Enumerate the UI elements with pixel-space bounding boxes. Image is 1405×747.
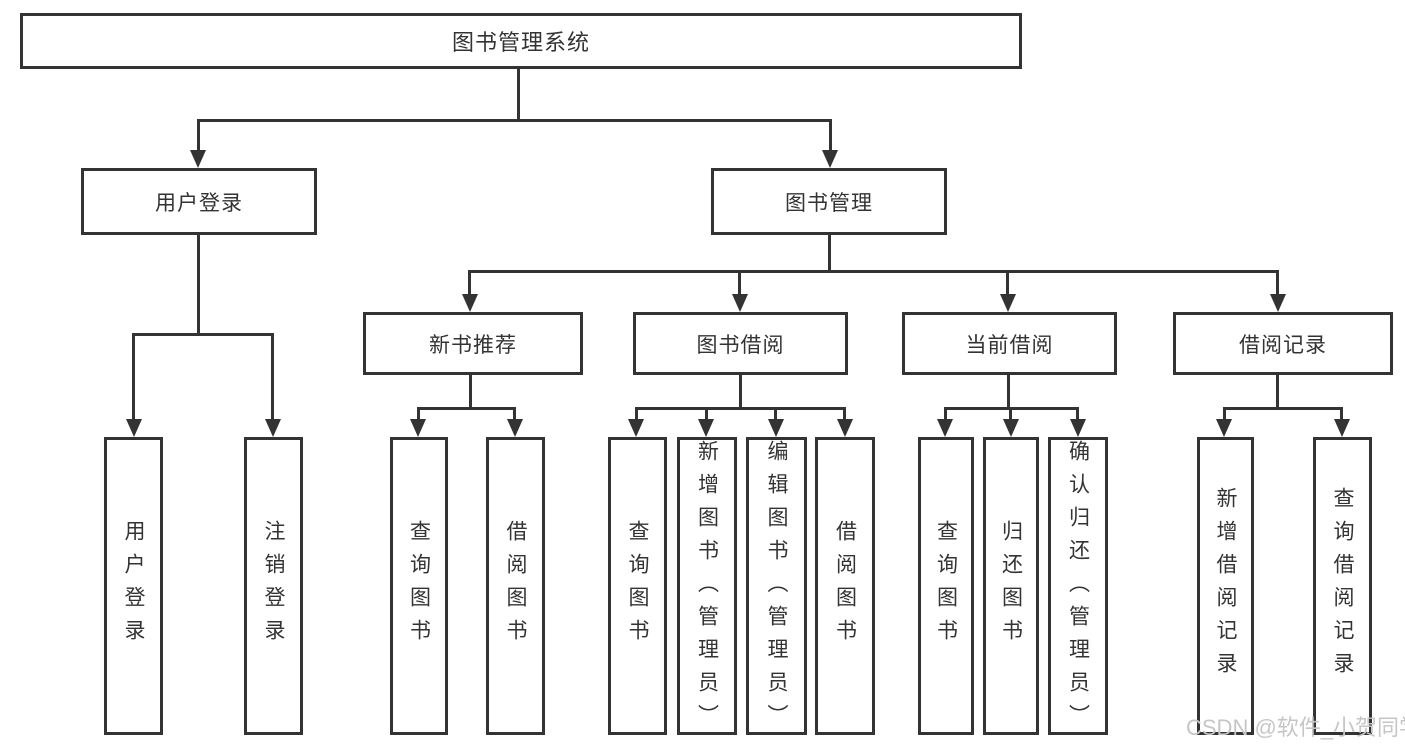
node-new-book-recommend: 新书推荐 [363,312,583,375]
node-root: 图书管理系统 [20,13,1022,69]
node-logout-label: 注销登录 [262,520,285,652]
connector-shaft [738,270,741,298]
node-nbr-borrow-books-label: 借阅图书 [504,520,527,652]
connector-new-book-bar [417,407,516,410]
connector-shaft [132,333,135,421]
node-borrow-records: 借阅记录 [1173,312,1393,375]
connector-current-borrow-stem [1007,375,1010,410]
connector-book-mgmt-bar [469,270,1279,273]
node-cb-confirm-return-admin: 确认归还（管理员） [1048,437,1108,737]
node-br-add-record: 新增借阅记录 [1197,437,1254,735]
node-nbr-borrow-books: 借阅图书 [486,437,545,735]
node-bb-borrow-books-label: 借阅图书 [833,520,857,652]
connector-shaft [197,119,200,151]
node-bb-query-books-label: 查询图书 [626,520,649,652]
node-cb-query-books: 查询图书 [918,437,974,735]
connector-shaft [829,119,832,151]
connector-root-bar [197,119,831,122]
connector-shaft [417,407,420,423]
connector-borrow-record-bar [1223,407,1343,410]
arrow-down-icon [698,419,714,437]
node-bb-add-books-admin-label: 新增图书（管理员） [695,440,719,737]
node-user-login-label: 用户登录 [155,191,243,215]
node-br-query-record: 查询借阅记录 [1313,437,1372,735]
connector-book-borrow-stem [739,375,742,410]
arrow-down-icon [837,419,853,437]
node-bb-borrow-books: 借阅图书 [815,437,875,735]
connector-shaft [271,333,274,421]
arrow-down-icon [265,419,281,437]
arrow-down-icon [1000,294,1016,312]
connector-shaft [944,407,947,423]
connector-shaft [468,270,471,298]
arrow-down-icon [628,419,644,437]
node-logout: 注销登录 [244,437,303,735]
node-book-borrow: 图书借阅 [633,312,848,375]
node-nbr-query-books-label: 查询图书 [407,520,431,652]
arrow-down-icon [1216,419,1232,437]
connector-shaft [1009,407,1012,423]
node-user-login-leaf-label: 用户登录 [122,520,145,652]
node-bb-query-books: 查询图书 [608,437,667,735]
arrow-down-icon [768,419,784,437]
node-new-book-recommend-label: 新书推荐 [429,333,517,357]
connector-shaft [705,407,708,423]
node-book-management-label: 图书管理 [785,191,873,215]
node-cb-return-books: 归还图书 [983,437,1039,735]
node-borrow-records-label: 借阅记录 [1239,333,1327,357]
arrow-down-icon [1334,419,1350,437]
node-bb-edit-books-admin: 编辑图书（管理员） [746,437,807,737]
node-root-label: 图书管理系统 [451,30,590,55]
node-current-borrow: 当前借阅 [902,312,1117,375]
arrow-down-icon [507,419,523,437]
arrow-down-icon [1070,419,1086,437]
arrow-down-icon [1270,294,1286,312]
node-current-borrow-label: 当前借阅 [965,333,1054,357]
node-br-add-record-label: 新增借阅记录 [1214,487,1237,685]
arrow-down-icon [190,150,206,168]
connector-root-stem [517,69,520,122]
connector-shaft [1006,270,1009,298]
node-bb-edit-books-admin-label: 编辑图书（管理员） [765,440,788,737]
connector-shaft [774,407,777,423]
arrow-down-icon [462,294,478,312]
node-book-management: 图书管理 [711,168,947,235]
connector-shaft [635,407,638,423]
connector-shaft [1340,407,1343,423]
connector-shaft [1276,270,1279,298]
node-bb-add-books-admin: 新增图书（管理员） [677,437,737,737]
connector-book-borrow-bar [635,407,846,410]
node-book-borrow-label: 图书借阅 [696,333,785,357]
watermark: CSDN @软件_小贺同学 [1186,715,1405,740]
arrow-down-icon [937,419,953,437]
node-cb-query-books-label: 查询图书 [934,520,958,652]
node-user-login-leaf: 用户登录 [104,437,163,735]
connector-user-login-stem [197,235,200,336]
connector-new-book-stem [469,375,472,410]
node-user-login: 用户登录 [81,168,317,235]
connector-shaft [513,407,516,423]
connector-borrow-record-stem [1276,375,1279,410]
arrow-down-icon [1003,419,1019,437]
arrow-down-icon [822,150,838,168]
arrow-down-icon [732,294,748,312]
node-br-query-record-label: 查询借阅记录 [1331,487,1354,685]
node-cb-confirm-return-admin-label: 确认归还（管理员） [1066,440,1090,737]
connector-shaft [1076,407,1079,423]
connector-book-mgmt-stem [828,235,831,273]
connector-shaft [1223,407,1226,423]
connector-shaft [843,407,846,423]
node-nbr-query-books: 查询图书 [390,437,448,735]
arrow-down-icon [126,419,142,437]
node-cb-return-books-label: 归还图书 [999,520,1023,652]
connector-user-login-bar [132,333,274,336]
arrow-down-icon [410,419,426,437]
